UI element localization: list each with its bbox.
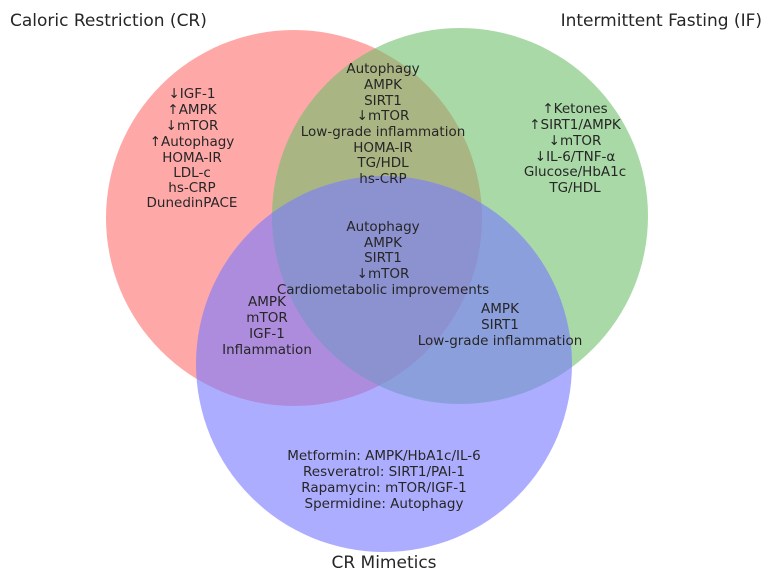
region-item: Resveratrol: SIRT1/PAI-1: [303, 464, 465, 480]
region-item: mTOR: [246, 310, 287, 326]
region-item: TG/HDL: [548, 180, 601, 196]
region-item: SIRT1: [364, 250, 402, 266]
region-item: hs-CRP: [168, 180, 215, 196]
region-if-only: ↑Ketones ↑SIRT1/AMPK ↓mTOR ↓IL-6/TNF-α G…: [524, 101, 626, 196]
region-item: DunedinPACE: [147, 195, 238, 211]
region-item: ↓mTOR: [166, 118, 219, 134]
region-cr-if: Autophagy AMPK SIRT1 ↓mTOR Low-grade inf…: [301, 61, 466, 187]
region-item: TG/HDL: [356, 155, 409, 171]
region-item: Spermidine: Autophagy: [305, 496, 464, 512]
region-item: AMPK: [248, 294, 287, 310]
set-label-caloric-restriction: Caloric Restriction (CR): [10, 11, 207, 31]
region-item: ↑SIRT1/AMPK: [529, 117, 622, 133]
region-cr-only: ↓IGF-1 ↑AMPK ↓mTOR ↑Autophagy HOMA-IR LD…: [147, 86, 238, 211]
region-item: ↓IL-6/TNF-α: [535, 149, 616, 165]
region-if-mimetics: AMPK SIRT1 Low-grade inflammation: [418, 301, 583, 349]
region-item: Low-grade inflammation: [418, 333, 583, 349]
region-item: Inflammation: [222, 342, 312, 358]
region-item: Glucose/HbA1c: [524, 164, 626, 180]
region-item: hs-CRP: [359, 171, 406, 187]
region-item: LDL-c: [173, 165, 211, 181]
region-item: Autophagy: [346, 61, 419, 77]
region-item: AMPK: [364, 77, 403, 93]
region-item: ↓mTOR: [549, 133, 602, 149]
region-item: ↓mTOR: [357, 266, 410, 282]
set-label-cr-mimetics: CR Mimetics: [331, 553, 436, 573]
region-item: ↑Ketones: [542, 101, 607, 117]
region-cr-mimetics: AMPK mTOR IGF-1 Inflammation: [222, 294, 312, 358]
region-item: AMPK: [364, 235, 403, 251]
circle-cr-mimetics: [196, 176, 572, 552]
region-item: Metformin: AMPK/HbA1c/IL-6: [287, 448, 481, 464]
region-all-three: Autophagy AMPK SIRT1 ↓mTOR Cardiometabol…: [277, 219, 489, 298]
region-item: HOMA-IR: [353, 140, 413, 156]
set-label-intermittent-fasting: Intermittent Fasting (IF): [561, 11, 762, 31]
region-item: ↓mTOR: [357, 108, 410, 124]
region-item: HOMA-IR: [162, 150, 222, 166]
region-item: ↓IGF-1: [169, 86, 216, 102]
region-item: Cardiometabolic improvements: [277, 282, 489, 298]
region-item: ↑Autophagy: [150, 134, 235, 150]
region-mimetics-only: Metformin: AMPK/HbA1c/IL-6 Resveratrol: …: [287, 448, 481, 512]
region-item: AMPK: [481, 301, 520, 317]
region-item: Low-grade inflammation: [301, 124, 466, 140]
region-item: Autophagy: [346, 219, 419, 235]
region-item: Rapamycin: mTOR/IGF-1: [301, 480, 467, 496]
region-item: SIRT1: [481, 317, 519, 333]
region-item: ↑AMPK: [167, 102, 217, 118]
region-item: IGF-1: [249, 326, 285, 342]
region-item: SIRT1: [364, 93, 402, 109]
